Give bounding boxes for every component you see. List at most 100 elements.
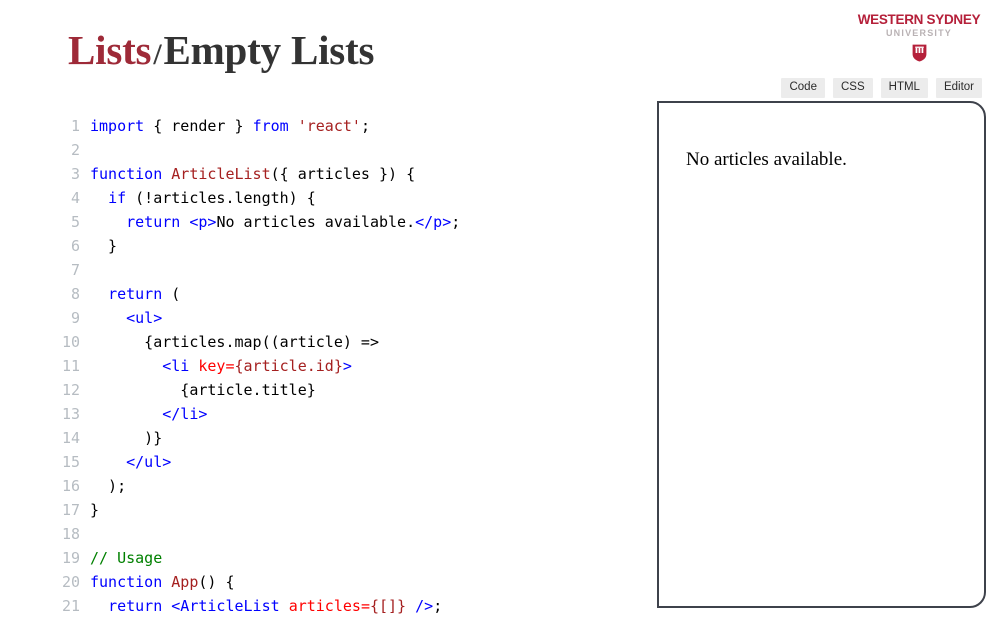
code-line[interactable]: 5 return <p>No articles available.</p>;: [56, 210, 646, 234]
code-token: articles: [288, 597, 361, 615]
preview-output-text: No articles available.: [686, 149, 847, 170]
code-line[interactable]: 16 );: [56, 474, 646, 498]
code-token: [90, 597, 108, 615]
logo-subtitle: UNIVERSITY: [885, 28, 952, 38]
code-token: =: [360, 597, 370, 615]
line-content[interactable]: return <p>No articles available.</p>;: [90, 210, 460, 234]
line-content[interactable]: </ul>: [90, 450, 171, 474]
code-token: (!articles.length) {: [126, 189, 316, 207]
code-token: ArticleList: [171, 165, 271, 183]
line-number: 13: [61, 405, 80, 423]
code-token: </p>: [415, 213, 452, 231]
code-token: if: [108, 189, 127, 207]
code-token: 'react': [297, 117, 361, 135]
code-token: [90, 285, 108, 303]
code-token: function: [90, 573, 163, 591]
code-token: }: [90, 501, 100, 519]
code-token: return: [108, 597, 163, 615]
line-number: 17: [61, 501, 80, 519]
line-number: 19: [61, 549, 80, 567]
code-line[interactable]: 15 </ul>: [56, 450, 646, 474]
code-token: [162, 165, 171, 183]
university-logo: WESTERN SYDNEY UNIVERSITY: [856, 12, 982, 62]
code-token: App: [171, 573, 199, 591]
code-line[interactable]: 14 )}: [56, 426, 646, 450]
code-token: [90, 357, 162, 375]
code-token: return: [108, 285, 163, 303]
code-line[interactable]: 7: [56, 258, 646, 282]
code-token: return: [126, 213, 181, 231]
code-token: No articles available.: [216, 213, 416, 231]
code-line[interactable]: 8 return (: [56, 282, 646, 306]
logo-wordmark: WESTERN SYDNEY: [857, 12, 981, 27]
line-number: 8: [70, 285, 80, 303]
code-token: =: [225, 357, 235, 375]
code-token: // Usage: [90, 549, 163, 567]
code-token: ;: [451, 213, 461, 231]
tab-html[interactable]: HTML: [880, 78, 928, 98]
code-token: from: [252, 117, 289, 135]
code-line[interactable]: 9 <ul>: [56, 306, 646, 330]
code-token: [180, 213, 189, 231]
line-content[interactable]: );: [90, 474, 126, 498]
line-content[interactable]: }: [90, 234, 117, 258]
code-line[interactable]: 3 function ArticleList({ articles }) {: [56, 162, 646, 186]
line-content[interactable]: <ul>: [90, 306, 162, 330]
line-content[interactable]: // Usage: [90, 546, 162, 570]
line-content[interactable]: }: [90, 498, 99, 522]
line-content[interactable]: function App() {: [90, 570, 235, 594]
code-token: {articles.map((article) =>: [90, 333, 379, 351]
code-line[interactable]: 17}: [56, 498, 646, 522]
code-line[interactable]: 20 function App() {: [56, 570, 646, 594]
line-number: 14: [61, 429, 80, 447]
code-line[interactable]: 19 // Usage: [56, 546, 646, 570]
code-token: ;: [433, 597, 443, 615]
code-line[interactable]: 6 }: [56, 234, 646, 258]
code-line[interactable]: 13 </li>: [56, 402, 646, 426]
tab-editor[interactable]: Editor: [935, 78, 982, 98]
code-token: [90, 189, 108, 207]
code-token: key: [198, 357, 226, 375]
preview-tab-bar: Code CSS HTML Editor: [781, 78, 982, 98]
line-content[interactable]: <li key={article.id}>: [90, 354, 352, 378]
line-content[interactable]: function ArticleList({ articles }) {: [90, 162, 415, 186]
code-line[interactable]: 12 {article.title}: [56, 378, 646, 402]
code-token: function: [90, 165, 163, 183]
code-token: [90, 309, 126, 327]
tab-css[interactable]: CSS: [832, 78, 873, 98]
line-number: 7: [70, 261, 80, 279]
code-token: </li>: [162, 405, 208, 423]
code-line[interactable]: 18: [56, 522, 646, 546]
line-content[interactable]: {articles.map((article) =>: [90, 330, 379, 354]
line-content[interactable]: return <ArticleList articles={[]} />;: [90, 594, 442, 618]
code-token: ({ articles }) {: [270, 165, 416, 183]
page-title-separator: /: [153, 38, 162, 71]
code-token: [162, 597, 171, 615]
line-number: 20: [61, 573, 80, 591]
tab-code[interactable]: Code: [781, 78, 825, 98]
code-line[interactable]: 2: [56, 138, 646, 162]
line-content[interactable]: </li>: [90, 402, 207, 426]
line-number: 11: [61, 357, 80, 375]
code-line[interactable]: 4 if (!articles.length) {: [56, 186, 646, 210]
code-line[interactable]: 21 return <ArticleList articles={[]} />;: [56, 594, 646, 618]
line-content[interactable]: )}: [90, 426, 162, 450]
code-token: import: [90, 117, 145, 135]
code-line[interactable]: 10 {articles.map((article) =>: [56, 330, 646, 354]
line-number: 4: [70, 189, 80, 207]
code-token: >: [342, 357, 352, 375]
code-token: [289, 117, 298, 135]
line-content[interactable]: return (: [90, 282, 180, 306]
line-number: 3: [70, 165, 80, 183]
code-token: <ArticleList: [171, 597, 289, 615]
code-line[interactable]: 11 <li key={article.id}>: [56, 354, 646, 378]
line-content[interactable]: if (!articles.length) {: [90, 186, 316, 210]
page-title-secondary: Empty Lists: [163, 27, 375, 73]
shield-icon: [912, 44, 927, 62]
line-content[interactable]: import { render } from 'react';: [90, 114, 370, 138]
code-token: {article.title}: [90, 381, 316, 399]
line-content[interactable]: {article.title}: [90, 378, 316, 402]
